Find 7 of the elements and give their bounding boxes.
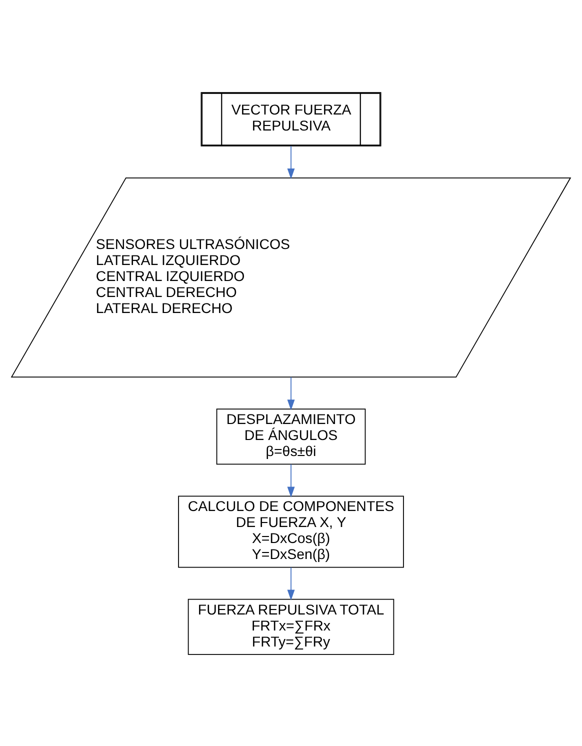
node-box: DESPLAZAMIENTO DE ÁNGULOS β=θs±θi xyxy=(216,408,366,464)
node-box: CALCULO DE COMPONENTES DE FUERZA X, Y X=DxCos(β) Y=DxSen(β) xyxy=(178,495,404,568)
arrow xyxy=(287,145,295,179)
arrow xyxy=(287,376,295,410)
arrow xyxy=(287,463,295,497)
node-box: FUERZA REPULSIVA TOTAL FRTx=∑FRx FRTy=∑FRy xyxy=(188,598,394,654)
arrow xyxy=(287,566,295,600)
